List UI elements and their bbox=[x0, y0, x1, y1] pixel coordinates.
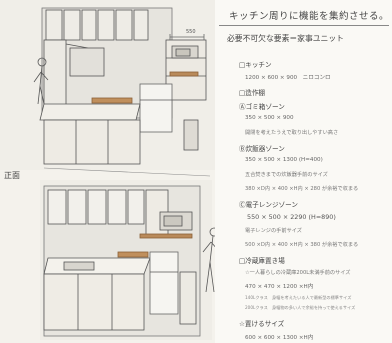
subtitle: 必要不可欠な要素＝家事ユニット bbox=[227, 34, 344, 43]
upper-cabinet bbox=[63, 9, 81, 41]
note-line: Ⓑ炊飯器ゾーン bbox=[239, 145, 285, 153]
upper-cabinet bbox=[67, 189, 87, 225]
note-line: 電子レンジの手前サイズ bbox=[245, 228, 302, 234]
page-title: キッチン周りに機能を集約させる。 bbox=[229, 11, 390, 22]
upper-view bbox=[0, 0, 215, 170]
dimension-550: 550 bbox=[186, 29, 196, 35]
note-line: 500 ×D内 × 400 ×H内 × 380 が余裕で収まる bbox=[245, 242, 359, 248]
upper-cabinet bbox=[133, 9, 149, 41]
upper-cabinet bbox=[107, 189, 127, 225]
note-line: □冷蔵庫置き場 bbox=[239, 257, 285, 265]
note-line: □キッチン bbox=[239, 61, 272, 69]
note-line: Ⓒ電子レンジゾーン bbox=[239, 201, 299, 209]
title-divider bbox=[219, 25, 389, 26]
refrigerator bbox=[139, 83, 173, 133]
note-line: 550 × 500 × 2290 (H=890) bbox=[247, 213, 336, 221]
note-line: ☆一人暮らしの冷蔵庫200L未満手前のサイズ bbox=[245, 270, 351, 276]
lower-view bbox=[40, 180, 215, 340]
note-line: 140Lクラス 身幅を考えたいる人で最新型の標準サイズ bbox=[245, 295, 352, 300]
wooden-shelf bbox=[91, 97, 133, 104]
upper-cabinet bbox=[115, 9, 133, 41]
note-line: Ⓐゴミ箱ゾーン bbox=[239, 103, 285, 111]
notes-panel: キッチン周りに機能を集約させる。 必要不可欠な要素＝家事ユニット □キッチン 12… bbox=[215, 0, 392, 343]
upper-cabinet bbox=[45, 9, 63, 41]
upper-cabinet bbox=[47, 189, 67, 225]
note-line: 380 ×D内 × 400 ×H内 × 280 が余裕で収まる bbox=[245, 186, 359, 192]
front-view-label: 正面 bbox=[4, 171, 20, 180]
counter bbox=[43, 257, 151, 275]
cabinet bbox=[179, 271, 197, 325]
refrigerator bbox=[149, 251, 179, 315]
upper-cabinet bbox=[97, 9, 115, 41]
sink bbox=[63, 261, 95, 271]
upper-cabinet bbox=[127, 189, 145, 225]
note-line: 200Lクラス 身幅物の多い人で余裕を持って使えるサイズ bbox=[245, 305, 356, 310]
note-line: □造作棚 bbox=[239, 89, 266, 97]
note-line: 350 × 500 × 900 bbox=[245, 115, 294, 121]
counter bbox=[39, 103, 141, 121]
upper-cabinet bbox=[81, 9, 97, 41]
note-line: 350 × 500 × 1300 (H=400) bbox=[245, 157, 323, 163]
note-line: 五合焚きまでの炊飯器手前のサイズ bbox=[245, 172, 328, 178]
note-line: 開閉を考えたうえで取り出しやすい高さ bbox=[245, 130, 339, 136]
note-line: ☆置けるサイズ bbox=[239, 320, 285, 328]
upper-cabinet bbox=[87, 189, 107, 225]
note-line: 1200 × 600 × 900 ニロコンロ bbox=[245, 75, 331, 81]
note-line: 470 × 470 × 1200 ×H内 bbox=[245, 284, 314, 290]
wooden-shelf bbox=[117, 251, 149, 258]
note-line: 600 × 600 × 1300 ×H内 bbox=[245, 335, 314, 341]
kitchen-sketch: 550 bbox=[0, 0, 215, 340]
person-figure bbox=[209, 227, 215, 237]
trash-bin bbox=[183, 119, 199, 151]
